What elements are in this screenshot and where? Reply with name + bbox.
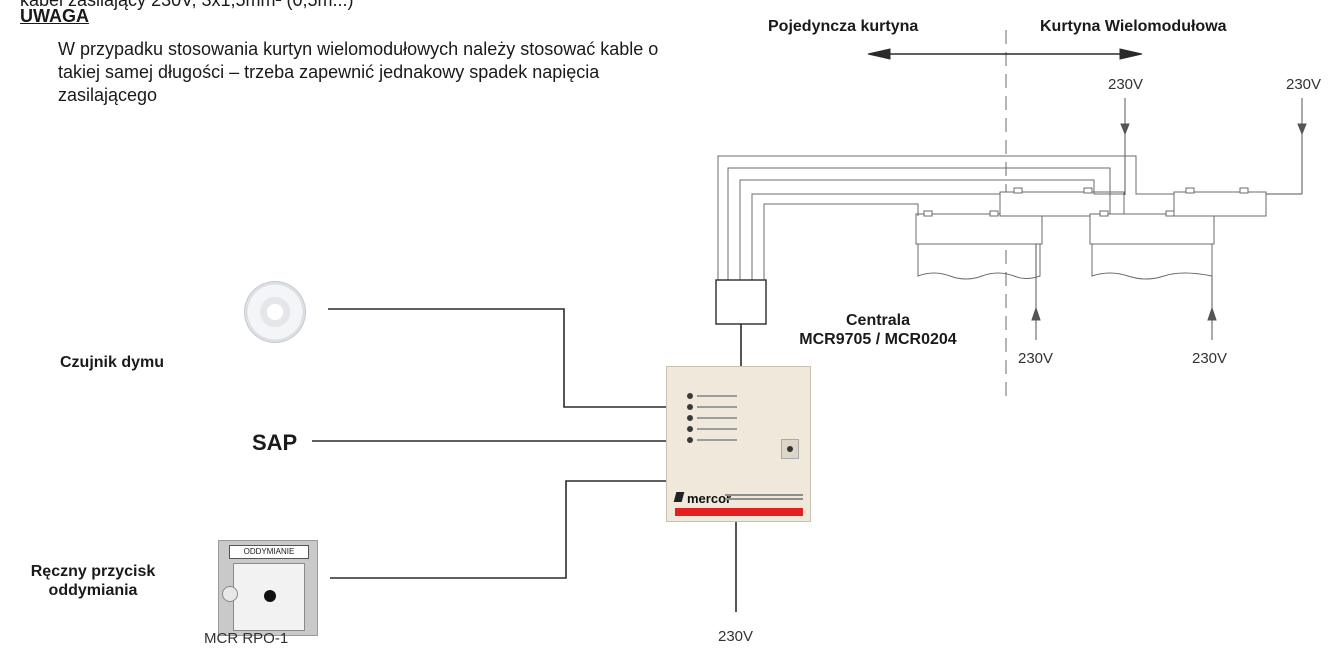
panel-label-line2: MCR9705 / MCR0204 [799,331,957,348]
panel-supply-label: 230V [718,628,754,645]
manual-call-point-lamp [222,586,238,602]
manual-call-point-label-line2: oddymiania [48,582,138,599]
panel-label: Centrala MCR9705 / MCR0204 [778,311,978,349]
supply-label-bottom-1: 230V [1018,350,1054,367]
supply-label-top-2: 230V [1286,76,1322,93]
panel-led-caption-1 [697,395,737,397]
top-supply-arrows [1120,98,1307,195]
supply-label-bottom-2: 230V [1192,350,1228,367]
manual-call-point-button [264,590,276,602]
panel-label-line1: Centrala [845,312,911,329]
panel-key-switch [781,439,799,459]
mercor-logo: mercor [687,491,732,506]
panel-led-caption-3 [697,417,737,419]
input-wiring [312,308,666,579]
control-cables [717,155,1174,280]
warning-text: W przypadku stosowania kurtyn wielomoduł… [58,39,659,105]
manual-call-point-icon: ODDYMIANIE [218,540,318,636]
manual-call-point-label: Ręczny przycisk oddymiania [8,562,178,600]
manual-call-point-face [222,563,305,631]
panel-led-3 [687,415,693,421]
panel-led-4 [687,426,693,432]
control-panel: mercor [666,366,811,522]
panel-led-5 [687,437,693,443]
smoke-detector-icon [244,281,306,343]
panel-led-2 [687,404,693,410]
manual-call-point-tag: ODDYMIANIE [229,545,309,559]
cut-off-text: kabel zasilający 230V, 3x1,5mm² (0,5m...… [20,0,354,10]
manual-call-point-model: MCR RPO-1 [204,630,289,647]
panel-led-caption-5 [697,439,737,441]
supply-label-top-1: 230V [1108,76,1144,93]
bottom-supply-arrows [1031,234,1217,340]
warning-title: UWAGA [20,6,89,26]
curtain-modules [915,187,1267,280]
panel-caption-lines [725,494,803,496]
double-arrow [867,48,1143,60]
junction-box [715,279,767,325]
panel-led-caption-4 [697,428,737,430]
single-curtain-label: Pojedyncza kurtyna [768,18,919,35]
smoke-detector-label: Czujnik dymu [60,354,165,371]
multi-curtain-label: Kurtyna Wielomodułowa [1040,18,1227,35]
manual-call-point-label-line1: Ręczny przycisk [30,563,156,580]
sap-label: SAP [252,430,298,455]
mercor-logo-mark [673,492,685,502]
panel-led-caption-2 [697,406,737,408]
panel-red-strip [675,508,803,516]
panel-led-1 [687,393,693,399]
